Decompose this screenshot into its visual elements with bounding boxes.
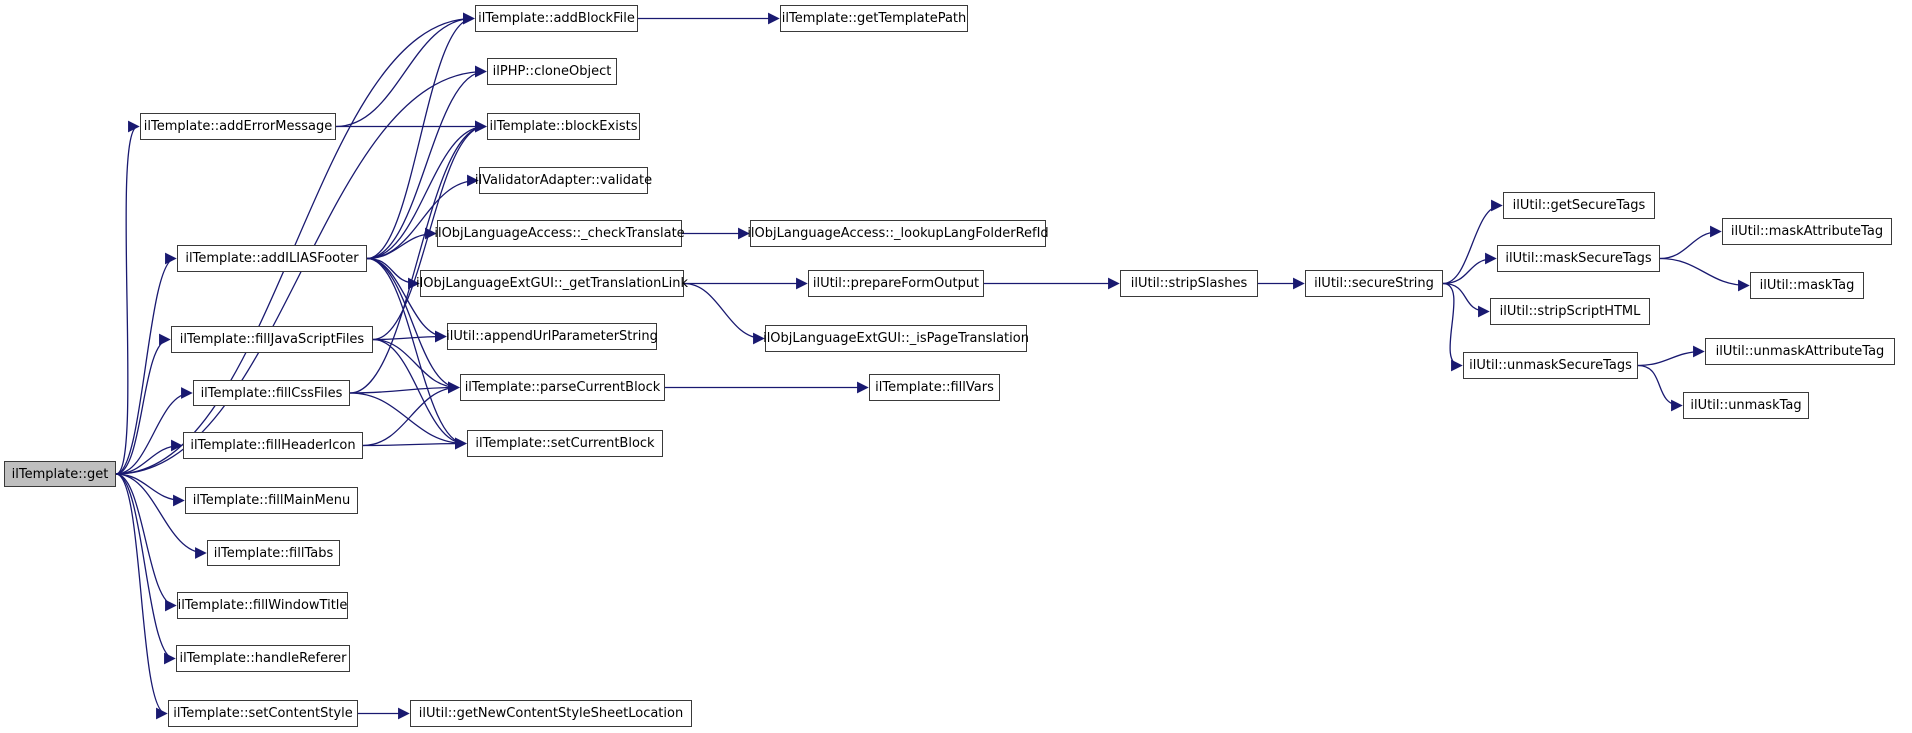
- call-edge-get-to-fillTabs: [115, 473, 207, 559]
- call-edge-addILIASFooter-to-getTranslationLink: [366, 257, 420, 290]
- call-edge-addILIASFooter-to-checkTranslate: [366, 227, 437, 260]
- call-edge-get-to-addILIASFooter: [115, 252, 177, 475]
- graph-node-unmaskAttributeTag[interactable]: ilUtil::unmaskAttributeTag: [1705, 338, 1895, 365]
- graph-node-setContentStyle[interactable]: ilTemplate::setContentStyle: [168, 700, 358, 727]
- call-edge-fillCssFiles-to-blockExists: [349, 120, 487, 394]
- graph-node-parseCurrentBlock[interactable]: ilTemplate::parseCurrentBlock: [460, 374, 665, 401]
- call-edge-addErrorMessage-to-addBlockFile: [335, 12, 475, 128]
- call-edge-unmaskSecureTags-to-unmaskAttributeTag: [1637, 345, 1705, 367]
- graph-node-maskTag[interactable]: ilUtil::maskTag: [1750, 272, 1864, 299]
- graph-node-getTemplatePath[interactable]: ilTemplate::getTemplatePath: [780, 5, 968, 32]
- call-edge-addILIASFooter-to-blockExists: [366, 120, 487, 260]
- graph-node-fillTabs[interactable]: ilTemplate::fillTabs: [207, 540, 340, 566]
- call-edge-secureString-to-unmaskSecureTags: [1442, 282, 1463, 372]
- call-edge-secureString-to-maskSecureTags: [1442, 252, 1497, 285]
- graph-node-fillCssFiles[interactable]: ilTemplate::fillCssFiles: [193, 380, 350, 406]
- graph-node-cloneObject[interactable]: ilPHP::cloneObject: [487, 58, 617, 85]
- call-edge-secureString-to-getSecureTags: [1442, 199, 1503, 285]
- graph-node-lookupLangFolderRefId[interactable]: ilObjLanguageAccess::_lookupLangFolderRe…: [747, 220, 1049, 247]
- graph-node-appendUrlParameterString[interactable]: ilUtil::appendUrlParameterString: [446, 323, 658, 350]
- call-edge-get-to-fillCssFiles: [115, 387, 193, 475]
- call-edge-get-to-handleReferer: [115, 473, 176, 665]
- call-edge-fillJavaScriptFiles-to-setCurrentBlock: [372, 338, 467, 450]
- graph-node-fillVars[interactable]: ilTemplate::fillVars: [869, 374, 1000, 401]
- graph-node-addBlockFile[interactable]: ilTemplate::addBlockFile: [475, 5, 638, 32]
- call-edge-getTranslationLink-to-isPageTranslation: [683, 282, 765, 345]
- call-edge-get-to-cloneObject: [115, 65, 487, 475]
- graph-node-getTranslationLink[interactable]: ilObjLanguageExtGUI::_getTranslationLink: [416, 270, 688, 297]
- call-edge-fillHeaderIcon-to-setCurrentBlock: [362, 437, 467, 450]
- graph-node-addILIASFooter[interactable]: ilTemplate::addILIASFooter: [177, 245, 367, 272]
- graph-node-getSecureTags[interactable]: ilUtil::getSecureTags: [1503, 192, 1655, 219]
- call-edge-get-to-setContentStyle: [115, 473, 168, 720]
- graph-node-maskSecureTags[interactable]: ilUtil::maskSecureTags: [1497, 245, 1660, 272]
- call-edge-get-to-fillHeaderIcon: [115, 439, 183, 475]
- graph-node-unmaskSecureTags[interactable]: ilUtil::unmaskSecureTags: [1463, 352, 1638, 379]
- graph-node-addErrorMessage[interactable]: ilTemplate::addErrorMessage: [140, 113, 336, 140]
- call-edge-secureString-to-stripScriptHTML: [1442, 282, 1490, 318]
- call-edge-fillJavaScriptFiles-to-blockExists: [372, 120, 487, 341]
- call-edge-maskSecureTags-to-maskTag: [1659, 257, 1750, 292]
- call-edge-fillHeaderIcon-to-parseCurrentBlock: [362, 381, 460, 447]
- call-edge-get-to-fillJavaScriptFiles: [115, 333, 171, 475]
- graph-node-setCurrentBlock[interactable]: ilTemplate::setCurrentBlock: [467, 430, 663, 457]
- graph-node-handleReferer[interactable]: ilTemplate::handleReferer: [176, 645, 350, 672]
- graph-node-fillHeaderIcon[interactable]: ilTemplate::fillHeaderIcon: [183, 432, 363, 459]
- call-edge-get-to-addErrorMessage: [115, 120, 140, 475]
- graph-node-fillWindowTitle[interactable]: ilTemplate::fillWindowTitle: [177, 592, 348, 619]
- graph-node-get: ilTemplate::get: [4, 461, 116, 487]
- call-edge-addILIASFooter-to-parseCurrentBlock: [366, 257, 460, 394]
- graph-node-checkTranslate[interactable]: ilObjLanguageAccess::_checkTranslate: [434, 220, 685, 247]
- call-edge-addILIASFooter-to-cloneObject: [366, 65, 487, 260]
- call-edge-get-to-fillWindowTitle: [115, 473, 177, 612]
- call-edge-addILIASFooter-to-setCurrentBlock: [366, 257, 467, 450]
- graph-node-fillJavaScriptFiles[interactable]: ilTemplate::fillJavaScriptFiles: [171, 326, 373, 353]
- graph-node-getNewContentStyleSheetLocation[interactable]: ilUtil::getNewContentStyleSheetLocation: [410, 700, 692, 727]
- graph-node-fillMainMenu[interactable]: ilTemplate::fillMainMenu: [185, 487, 358, 514]
- call-edge-fillJavaScriptFiles-to-parseCurrentBlock: [372, 338, 460, 394]
- call-edge-addILIASFooter-to-addBlockFile: [366, 12, 475, 260]
- graph-node-blockExists[interactable]: ilTemplate::blockExists: [487, 113, 640, 140]
- call-edge-fillCssFiles-to-setCurrentBlock: [349, 392, 467, 450]
- graph-node-secureString[interactable]: ilUtil::secureString: [1305, 270, 1443, 297]
- graph-node-unmaskTag[interactable]: ilUtil::unmaskTag: [1683, 392, 1809, 419]
- call-edge-maskSecureTags-to-maskAttributeTag: [1659, 225, 1722, 260]
- call-edge-fillCssFiles-to-parseCurrentBlock: [349, 381, 460, 394]
- call-edge-fillJavaScriptFiles-to-appendUrlParameterString: [372, 330, 447, 343]
- graph-node-stripSlashes[interactable]: ilUtil::stripSlashes: [1120, 270, 1258, 297]
- graph-node-isPageTranslation[interactable]: ilObjLanguageExtGUI::_isPageTranslation: [763, 325, 1029, 352]
- graph-node-prepareFormOutput[interactable]: ilUtil::prepareFormOutput: [808, 270, 984, 297]
- call-edge-unmaskSecureTags-to-unmaskTag: [1637, 364, 1683, 412]
- graph-node-validate[interactable]: ilValidatorAdapter::validate: [475, 167, 652, 194]
- graph-node-maskAttributeTag[interactable]: ilUtil::maskAttributeTag: [1722, 218, 1892, 245]
- graph-node-stripScriptHTML[interactable]: ilUtil::stripScriptHTML: [1490, 298, 1650, 325]
